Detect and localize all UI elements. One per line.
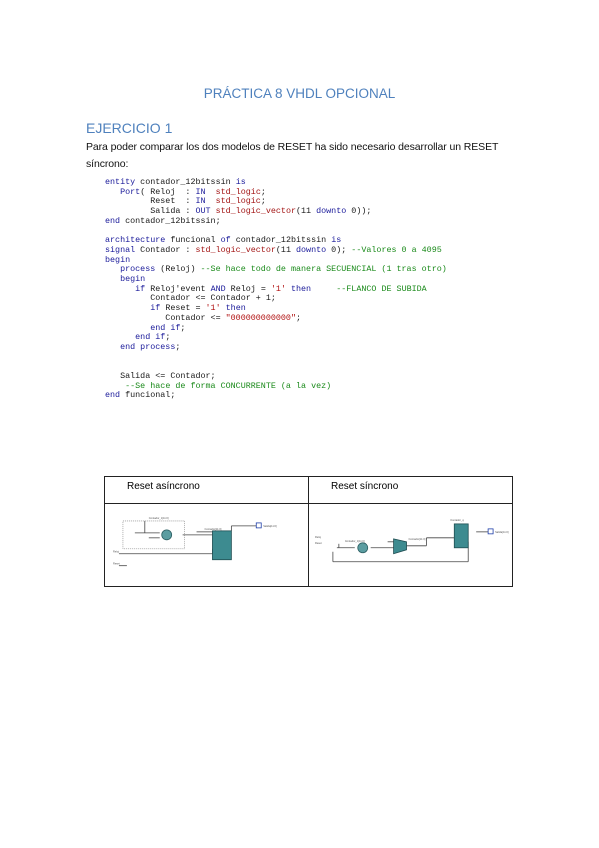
svg-text:Contador_1[11:0]: Contador_1[11:0] [345,539,365,543]
svg-text:Contador[11:0]: Contador[11:0] [205,527,222,531]
sync-diagram-cell: Contador_1[11:0] Contador[11:0] Contador… [308,503,513,587]
code-line: architecture funcional of contador_12bit… [105,235,342,246]
svg-text:Reset: Reset [113,562,120,566]
async-reset-schematic: Contador_1[11:0] Contador[11:0] Salida[1… [113,516,277,567]
code-line: end funcional; [105,390,176,401]
code-line: begin [120,274,146,285]
code-line: begin [105,254,131,265]
svg-text:Contador[11:0]: Contador[11:0] [409,537,426,541]
svg-text:Contador_1[11:0]: Contador_1[11:0] [149,516,169,520]
code-line: Port( Reloj : IN std_logic; [120,186,266,197]
code-line: if Reloj'event AND Reloj = '1' then --FL… [135,283,427,294]
svg-text:Reloj: Reloj [113,550,119,554]
code-line: end process; [120,341,181,352]
header-reset-async-label: Reset asíncrono [127,481,200,492]
svg-text:Reloj: Reloj [315,535,321,539]
code-line: signal Contador : std_logic_vector(11 do… [105,244,442,255]
header-reset-async: Reset asíncrono [104,476,309,504]
page-title: PRÁCTICA 8 VHDL OPCIONAL [203,86,396,101]
intro-paragraph: Para poder comparar los dos modelos de R… [86,141,499,170]
header-reset-sync-label: Reset síncrono [331,481,399,492]
code-line: Salida <= Contador; [105,371,216,382]
svg-text:Salida[11:0]: Salida[11:0] [495,530,509,534]
code-line: --Se hace de forma CONCURRENTE (a la vez… [125,380,332,391]
section-heading: EJERCICIO 1 [86,120,173,136]
code-line: process (Reloj) --Se hace todo de manera… [120,264,447,275]
code-line: end if; [135,332,171,343]
code-line: Salida : OUT std_logic_vector(11 downto … [105,206,372,217]
code-line: Reset : IN std_logic; [105,196,266,207]
async-diagram-cell: Contador_1[11:0] Contador[11:0] Salida[1… [104,503,309,587]
code-line: Contador <= Contador + 1; [105,293,276,304]
svg-text:Contador_q: Contador_q [450,518,464,522]
header-reset-sync: Reset síncrono [308,476,513,504]
code-line: if Reset = '1' then [150,303,246,314]
code-line: end contador_12bitssin; [105,215,221,226]
svg-text:Reset: Reset [315,541,322,545]
code-line: entity contador_12bitssin is [105,177,246,187]
code-line: end if; [150,322,186,333]
reset-comparison-table: Reset asíncrono Reset síncrono [104,476,513,587]
vhdl-code-block: entity contador_12bitssin is Port( Reloj… [105,177,447,401]
sync-reset-schematic: Contador_1[11:0] Contador[11:0] Contador… [315,518,509,563]
svg-text:Salida[11:0]: Salida[11:0] [263,524,277,528]
code-line: Contador <= "000000000000"; [105,312,302,323]
